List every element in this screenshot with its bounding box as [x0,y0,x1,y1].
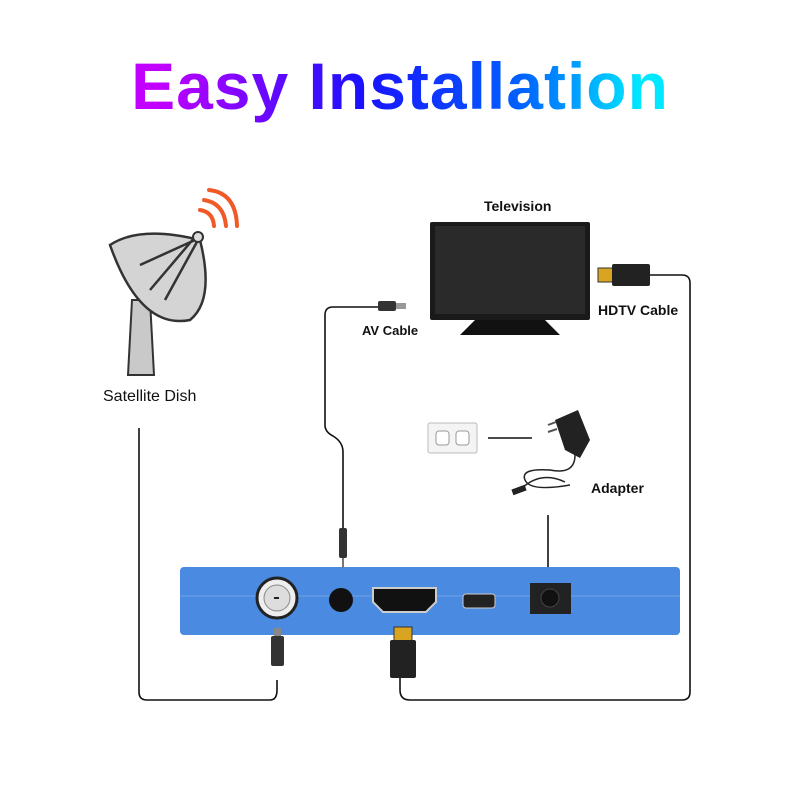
satellite-dish-icon [108,231,207,376]
television-icon [430,222,590,335]
av-port-icon [329,588,353,612]
av-plug-icon [378,301,406,311]
adapter-label: Adapter [591,480,644,496]
television-label: Television [484,198,552,214]
satellite-cable [138,428,278,701]
satellite-dish-label: Satellite Dish [103,388,197,405]
rf-port-icon [255,576,299,620]
usb-port-icon [462,593,496,609]
receiver-box [180,567,680,635]
hdmi-plug-box-icon [390,626,416,678]
hdmi-port-icon [372,587,437,613]
rf-plug-icon [271,628,284,666]
av-cable-label: AV Cable [362,323,419,338]
cable-lines [138,274,691,701]
hdmi-plug-icon [597,264,650,286]
page-title: Easy Installation [0,48,800,124]
signal-icon [198,188,239,228]
hdtv-cable-label: HDTV Cable [598,302,679,318]
dc-port-icon [530,583,571,614]
av-cable [324,306,378,530]
adapter-icon [511,410,590,496]
wall-outlet-icon [427,422,478,454]
hdtv-cable [399,274,691,701]
av-plug-box-icon [339,528,347,568]
